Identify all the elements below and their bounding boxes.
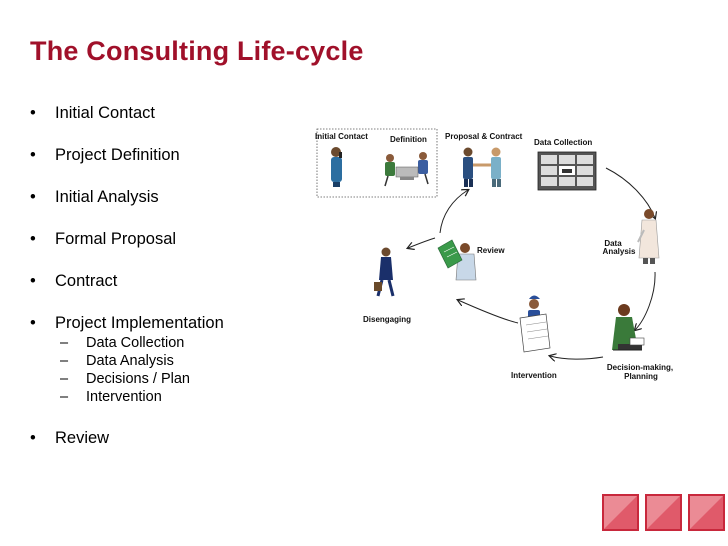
arrow-analysis-to-decision <box>635 272 655 330</box>
label-proposal-contract: Proposal & Contract <box>445 132 523 141</box>
label-disengaging: Disengaging <box>363 315 411 324</box>
phone-person-icon <box>331 147 342 187</box>
bullet-label: Contract <box>55 272 117 291</box>
bullet-label: Review <box>55 429 109 448</box>
filing-cabinet-icon <box>538 152 596 190</box>
bullet-label: Formal Proposal <box>55 230 176 249</box>
decor-square-2 <box>645 494 682 531</box>
walking-person-icon <box>374 248 393 297</box>
arrow-intervention-to-review <box>458 300 518 323</box>
label-review: Review <box>477 246 505 255</box>
label-decision-line2: Planning <box>624 372 658 381</box>
label-data-collection: Data Collection <box>534 138 592 147</box>
sub-bullet-label: Intervention <box>86 389 162 405</box>
arrow-decision-to-intervention <box>550 356 603 359</box>
bullet-label: Initial Analysis <box>55 188 159 207</box>
label-intervention: Intervention <box>511 371 557 380</box>
writing-person-icon <box>612 304 644 350</box>
reviewer-person-icon <box>438 240 476 280</box>
lifecycle-diagram: Initial Contact Definition Proposal & Co… <box>300 120 700 400</box>
arrow-review-to-proposal <box>440 190 468 233</box>
meeting-people-icon <box>385 152 428 186</box>
bullet-label: Initial Contact <box>55 104 155 123</box>
decor-square-1 <box>602 494 639 531</box>
sub-bullet-label: Data Collection <box>86 335 184 351</box>
label-data-analysis-line2: Analysis <box>603 247 636 256</box>
analyst-person-icon <box>638 209 659 264</box>
handshake-icon <box>463 148 501 188</box>
sub-bullet-label: Data Analysis <box>86 353 174 369</box>
worker-chart-icon <box>520 296 550 353</box>
arrow-review-to-disengaging <box>408 238 435 248</box>
decor-square-3 <box>688 494 725 531</box>
bullet-label: Project Definition <box>55 146 180 165</box>
bullet-label: Project Implementation <box>55 314 224 333</box>
label-definition: Definition <box>390 135 427 144</box>
sub-bullet-label: Decisions / Plan <box>86 371 190 387</box>
label-decision-line1: Decision-making, <box>607 363 673 372</box>
label-initial-contact: Initial Contact <box>315 132 368 141</box>
slide-title: The Consulting Life-cycle <box>30 36 364 67</box>
